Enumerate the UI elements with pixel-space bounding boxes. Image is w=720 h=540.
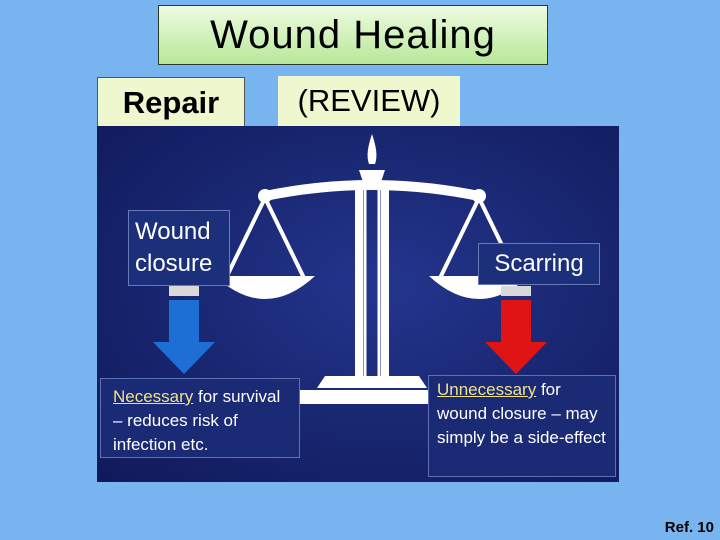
- necessary-note: Necessary for survival – reduces risk of…: [100, 378, 300, 458]
- unnecessary-keyword: Unnecessary: [437, 380, 537, 399]
- unnecessary-note-text: for wound closure – may simply be a side…: [437, 380, 606, 447]
- right-down-arrow: [485, 286, 547, 374]
- slide-title: Wound Healing: [210, 12, 496, 57]
- scale-beam: [260, 180, 484, 201]
- scale-base: [317, 376, 427, 388]
- reference-label: Ref. 10: [664, 519, 714, 536]
- necessary-note-text: for survival – reduces risk of infection…: [113, 387, 281, 454]
- left-pan: [215, 276, 315, 299]
- scarring-box: Scarring: [478, 243, 600, 285]
- scale-top-ornament: [359, 170, 385, 182]
- unnecessary-note: Unnecessary for wound closure – may simp…: [428, 375, 616, 477]
- repair-label: Repair: [122, 85, 220, 120]
- wound-closure-box: Wound closure: [128, 210, 230, 286]
- left-pan-strings: [225, 196, 305, 278]
- wound-closure-line2: closure: [135, 250, 213, 277]
- scale-finial: [367, 134, 377, 164]
- scarring-label: Scarring: [494, 250, 584, 277]
- scale-column: [355, 182, 389, 380]
- necessary-keyword: Necessary: [113, 387, 194, 406]
- review-label-box: (REVIEW): [278, 76, 460, 126]
- left-down-arrow: [153, 286, 215, 374]
- wound-closure-line1: Wound: [135, 218, 211, 245]
- slide-title-box: Wound Healing: [158, 5, 548, 65]
- repair-label-box: Repair: [97, 77, 245, 129]
- review-label: (REVIEW): [297, 83, 441, 118]
